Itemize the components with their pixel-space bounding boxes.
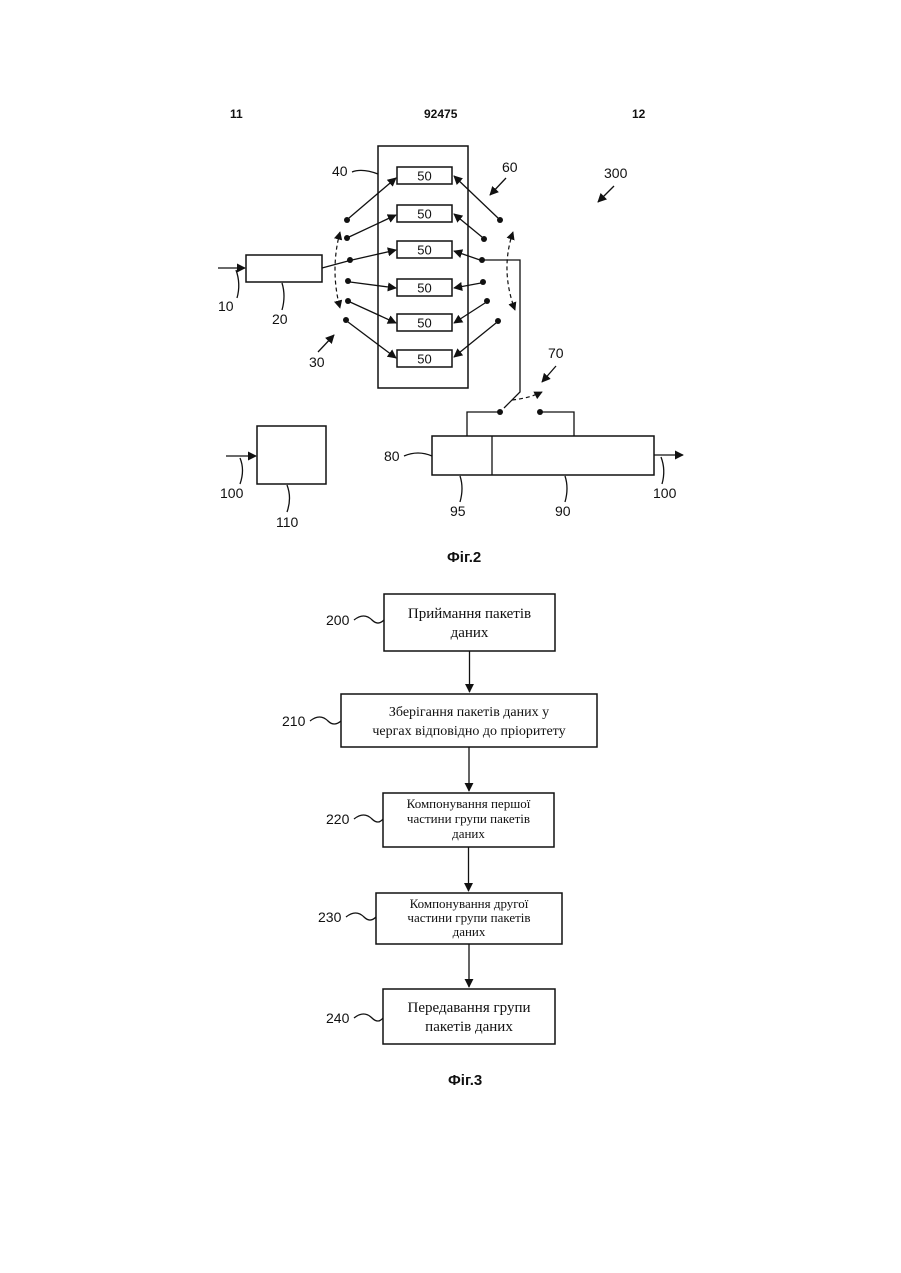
step-ref: 210: [282, 713, 306, 729]
input-switch-motion-arrow: [335, 232, 340, 308]
step-text-line: даних: [453, 924, 486, 939]
step-text-line: Передавання групи: [408, 1000, 531, 1016]
step-210: Зберігання пакетів даних у чергах відпов…: [282, 694, 597, 747]
step-text-line: Зберігання пакетів даних у: [389, 705, 549, 720]
ref-90: 90: [555, 503, 571, 519]
ref-30: 30: [309, 354, 325, 370]
step-leader: [346, 913, 376, 920]
step-text-line: Компонування першої: [407, 796, 531, 811]
leader-20: [282, 283, 284, 310]
queue-label: 50: [417, 352, 431, 367]
output-switch-motion-arrow: [507, 232, 515, 310]
queue-label: 50: [417, 316, 431, 331]
frame-block: [432, 436, 654, 475]
leader-30: [318, 335, 334, 352]
ref-100-right: 100: [653, 485, 677, 501]
queue-label: 50: [417, 207, 431, 222]
leader-40: [352, 170, 378, 174]
step-230: Компонування другої частини групи пакеті…: [318, 893, 562, 944]
page-number-left: 11: [230, 107, 243, 121]
ref-10: 10: [218, 298, 234, 314]
document-number: 92475: [424, 107, 458, 121]
figure-3: Приймання пакетів даних 200 Зберігання п…: [282, 594, 597, 1089]
step-text-line: даних: [452, 826, 485, 841]
figure-2-caption: Фіг.2: [447, 549, 481, 566]
step-leader: [310, 717, 341, 724]
step-ref: 200: [326, 612, 350, 628]
queue-3: 50: [397, 241, 452, 258]
ref-110: 110: [276, 514, 299, 530]
step-text-line: Компонування другої: [410, 896, 529, 911]
leader-100-left: [240, 458, 243, 484]
step-200: Приймання пакетів даних 200: [326, 594, 555, 651]
figure-3-caption: Фіг.3: [448, 1072, 482, 1089]
input-switch-contacts: [343, 217, 353, 323]
ref-300: 300: [604, 165, 628, 181]
leader-90: [565, 476, 567, 502]
queue-1: 50: [397, 167, 452, 184]
leader-80: [404, 453, 432, 456]
switch-70: [467, 409, 574, 436]
classifier-block: [246, 255, 322, 282]
step-leader: [354, 616, 384, 623]
queue-6: 50: [397, 350, 452, 367]
ref-70: 70: [548, 345, 564, 361]
step-240: Передавання групи пакетів даних 240: [326, 989, 555, 1044]
figure-2: 50 50 50 50 50 50: [218, 146, 683, 566]
output-switch-feed-line: [484, 260, 520, 408]
step-text-line: частини групи пакетів: [407, 811, 530, 826]
step-ref: 240: [326, 1010, 350, 1026]
queue-4: 50: [397, 279, 452, 296]
step-text-line: частини групи пакетів: [407, 910, 530, 925]
step-leader: [354, 815, 383, 822]
leader-100-right: [661, 457, 664, 484]
queue-2: 50: [397, 205, 452, 222]
step-text-line: даних: [451, 625, 489, 641]
queue-5: 50: [397, 314, 452, 331]
leader-60: [490, 178, 506, 195]
step-text-line: чергах відповідно до пріоритету: [372, 724, 565, 739]
step-ref: 220: [326, 811, 350, 827]
ref-60: 60: [502, 159, 518, 175]
leader-95: [460, 476, 462, 502]
step-text-line: пакетів даних: [425, 1019, 513, 1035]
step-220: Компонування першої частини групи пакеті…: [326, 793, 554, 847]
ref-95: 95: [450, 503, 466, 519]
queue-label: 50: [417, 243, 431, 258]
ref-20: 20: [272, 311, 288, 327]
queue-label: 50: [417, 281, 431, 296]
output-switch-contacts: [479, 217, 503, 324]
page-number-right: 12: [632, 107, 646, 121]
leader-300: [598, 186, 614, 202]
ref-100-left: 100: [220, 485, 244, 501]
step-text-line: Приймання пакетів: [408, 606, 531, 622]
leader-10: [236, 270, 239, 298]
ref-40: 40: [332, 163, 348, 179]
leader-70: [542, 366, 556, 382]
queue-label: 50: [417, 169, 431, 184]
step-ref: 230: [318, 909, 342, 925]
ref-80: 80: [384, 448, 400, 464]
step-leader: [354, 1014, 383, 1021]
leader-110: [287, 485, 290, 512]
receiver-block: [257, 426, 326, 484]
